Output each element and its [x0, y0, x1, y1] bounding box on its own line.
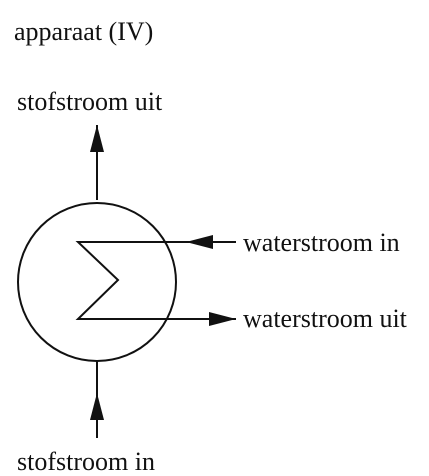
label-waterstroom-uit: waterstroom uit: [243, 304, 408, 333]
label-stofstroom-in: stofstroom in: [17, 447, 155, 476]
label-waterstroom-in: waterstroom in: [243, 228, 400, 257]
stof-in-arrow: [90, 361, 104, 438]
label-stofstroom-uit: stofstroom uit: [17, 87, 163, 116]
diagram-title: apparaat (IV): [14, 17, 153, 46]
stof-out-arrow: [90, 125, 104, 200]
water-in-arrow: [186, 235, 213, 249]
water-out-arrow: [209, 312, 236, 326]
apparatus-circle: [17, 202, 177, 362]
coil-path: [75, 241, 236, 320]
